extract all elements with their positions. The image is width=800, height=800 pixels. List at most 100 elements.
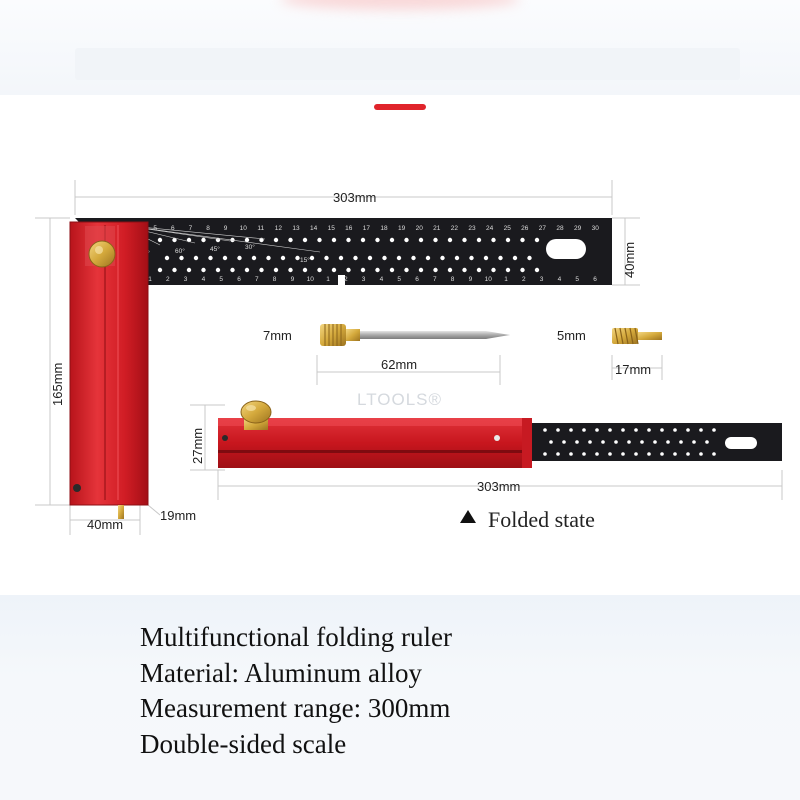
scale-hole <box>476 237 482 243</box>
dim-blade-length: 303mm <box>333 190 376 205</box>
dim-pin-head: 7mm <box>263 328 292 343</box>
scale-hole <box>288 237 293 243</box>
scale-hole <box>679 440 683 444</box>
scale-hole <box>244 237 250 243</box>
scale-hole <box>389 267 395 273</box>
scale-label: 6 <box>593 276 597 283</box>
scale-hole <box>569 428 573 432</box>
scale-hole <box>527 255 532 261</box>
scale-label: 1 <box>326 276 330 283</box>
scale-hole <box>324 255 329 261</box>
scale-hole <box>353 255 358 261</box>
spec-panel <box>0 595 800 800</box>
scale-label: 4 <box>202 276 206 283</box>
scale-hole <box>338 255 344 261</box>
blade-scale-top: 5456789101112131415161718192021222324252… <box>118 225 599 232</box>
scale-hole <box>462 237 467 243</box>
scale-hole <box>222 255 228 261</box>
dim-pin-length: 62mm <box>381 357 417 372</box>
scale-label: 9 <box>469 276 473 283</box>
scale-label: 18 <box>380 225 388 232</box>
folded-blade-holes <box>543 428 716 456</box>
scale-label: 27 <box>539 225 547 232</box>
dim-stock-width: 40mm <box>87 517 123 532</box>
dimension-guides <box>35 180 783 535</box>
scale-hole <box>454 255 460 261</box>
scale-hole <box>433 267 438 273</box>
scale-label: 9 <box>224 225 228 232</box>
blade-holes <box>157 237 540 273</box>
scale-hole <box>660 428 664 432</box>
scale-hole <box>375 267 380 273</box>
scale-hole <box>288 267 293 273</box>
scale-label: 5 <box>397 276 401 283</box>
scale-label: 3 <box>362 276 366 283</box>
scale-hole <box>447 267 453 273</box>
scale-hole <box>259 267 264 273</box>
feature-item: Material: Aluminum alloy <box>140 657 422 688</box>
scale-hole <box>404 267 409 273</box>
scale-hole <box>375 237 380 243</box>
header-band <box>0 0 800 95</box>
scale-label: 16 <box>345 225 353 232</box>
angle-label: 15° <box>300 256 310 264</box>
scale-hole <box>201 267 206 273</box>
scale-hole <box>692 440 696 444</box>
scale-hole <box>601 440 605 444</box>
scale-label: 21 <box>433 225 441 232</box>
scale-hole <box>273 237 279 243</box>
scale-hole <box>614 440 618 444</box>
scale-hole <box>491 237 496 243</box>
scale-label: 11 <box>257 225 264 232</box>
scale-label: 10 <box>240 225 248 232</box>
scale-hole <box>172 267 177 273</box>
scale-hole <box>712 452 716 456</box>
scale-label: 2 <box>344 276 348 283</box>
scale-hole <box>309 255 315 261</box>
scale-hole <box>699 452 703 456</box>
scale-hole <box>201 237 206 243</box>
scale-hole <box>418 267 424 273</box>
scale-label: 29 <box>574 225 582 232</box>
scale-hole <box>179 255 184 261</box>
scale-hole <box>634 428 638 432</box>
dim-stock-length: 165mm <box>50 363 65 406</box>
scale-label: 7 <box>433 276 437 283</box>
scale-label: 8 <box>273 276 277 283</box>
header-panel <box>75 48 740 80</box>
scale-hole <box>360 267 366 273</box>
scale-hole <box>556 428 560 432</box>
scale-hole <box>266 255 271 261</box>
scale-label: 26 <box>521 225 529 232</box>
scale-label: 20 <box>416 225 424 232</box>
angle-label: 30° <box>245 243 255 251</box>
scale-hole <box>673 452 677 456</box>
triangle-up-icon <box>460 510 476 523</box>
scale-label: 6 <box>237 276 241 283</box>
scale-label: 30 <box>592 225 600 232</box>
scale-hole <box>382 255 387 261</box>
scale-hole <box>215 267 221 273</box>
scale-hole <box>549 440 553 444</box>
scale-hole <box>666 440 670 444</box>
scale-label: 4 <box>558 276 562 283</box>
scale-hole <box>469 255 474 261</box>
scale-hole <box>237 255 242 261</box>
scale-hole <box>647 428 651 432</box>
scale-label: 2 <box>522 276 526 283</box>
scale-hole <box>608 452 612 456</box>
scriber-pin <box>320 324 510 346</box>
scale-hole <box>157 267 163 273</box>
scale-label: 3 <box>540 276 544 283</box>
scale-hole <box>505 267 511 273</box>
dim-screw-length: 17mm <box>615 362 651 377</box>
scale-hole <box>647 452 651 456</box>
accent-divider <box>374 104 426 110</box>
scale-hole <box>418 237 424 243</box>
scale-label: 25 <box>504 225 512 232</box>
scale-hole <box>273 267 279 273</box>
scale-hole <box>302 267 308 273</box>
scale-hole <box>360 237 366 243</box>
scale-label: 12 <box>275 225 283 232</box>
